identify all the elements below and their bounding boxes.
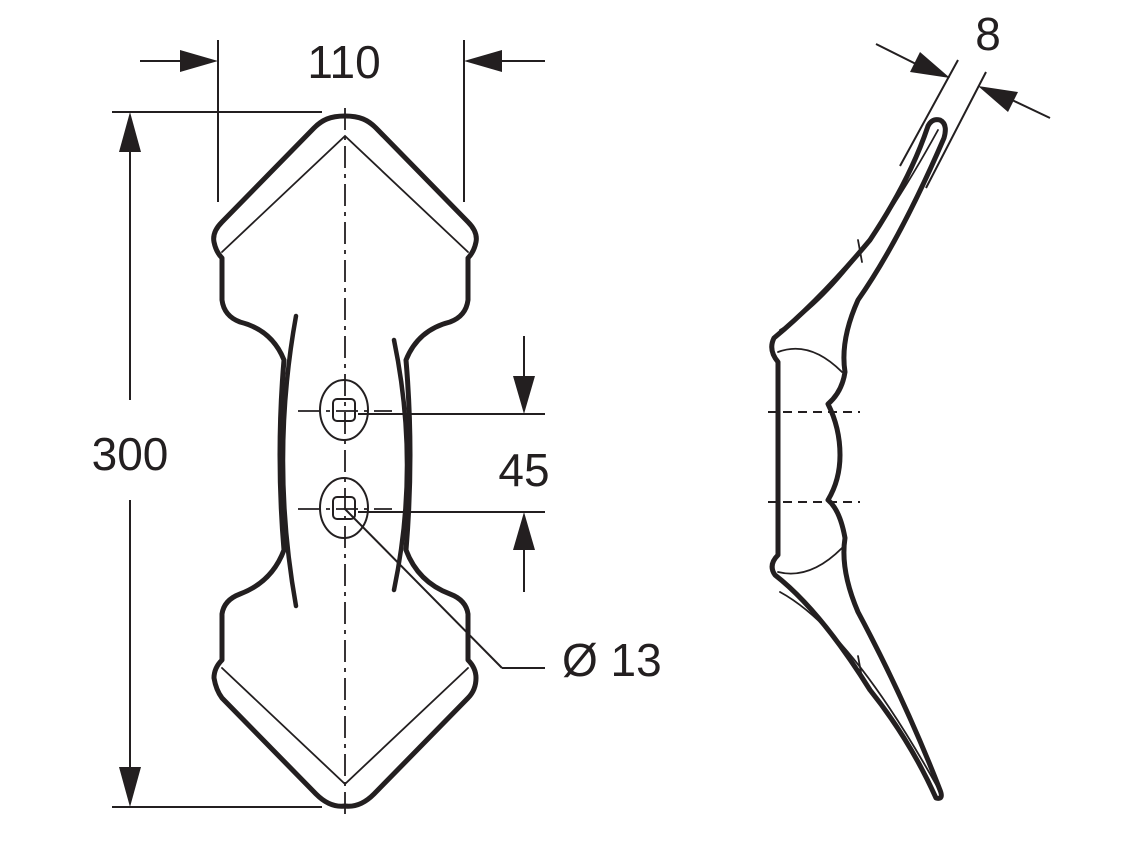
upper-tick	[857, 239, 863, 263]
thickness-dimension: 8	[875, 8, 1051, 189]
upper-curve-line	[777, 347, 843, 373]
side-profile-outline	[769, 117, 948, 801]
width-label: 110	[307, 36, 380, 88]
lower-inner-edge	[779, 591, 939, 789]
left-groove	[280, 313, 299, 609]
upper-bolt-hole	[298, 379, 392, 441]
right-groove	[391, 337, 410, 593]
upper-inner-edge	[779, 129, 939, 331]
hole-diameter-leader: Ø 13	[343, 507, 662, 686]
lower-tick	[857, 655, 863, 679]
lower-curve-line	[777, 547, 843, 575]
front-view	[211, 108, 479, 814]
width-dimension: 110	[140, 36, 545, 202]
thickness-label: 8	[975, 8, 1001, 60]
hole-spacing-label: 45	[498, 444, 549, 496]
hole-spacing-dimension: 45	[358, 336, 550, 592]
hole-diameter-label: Ø 13	[562, 634, 662, 686]
height-dimension: 300	[92, 111, 322, 808]
height-label: 300	[92, 428, 169, 480]
side-view	[768, 117, 948, 801]
